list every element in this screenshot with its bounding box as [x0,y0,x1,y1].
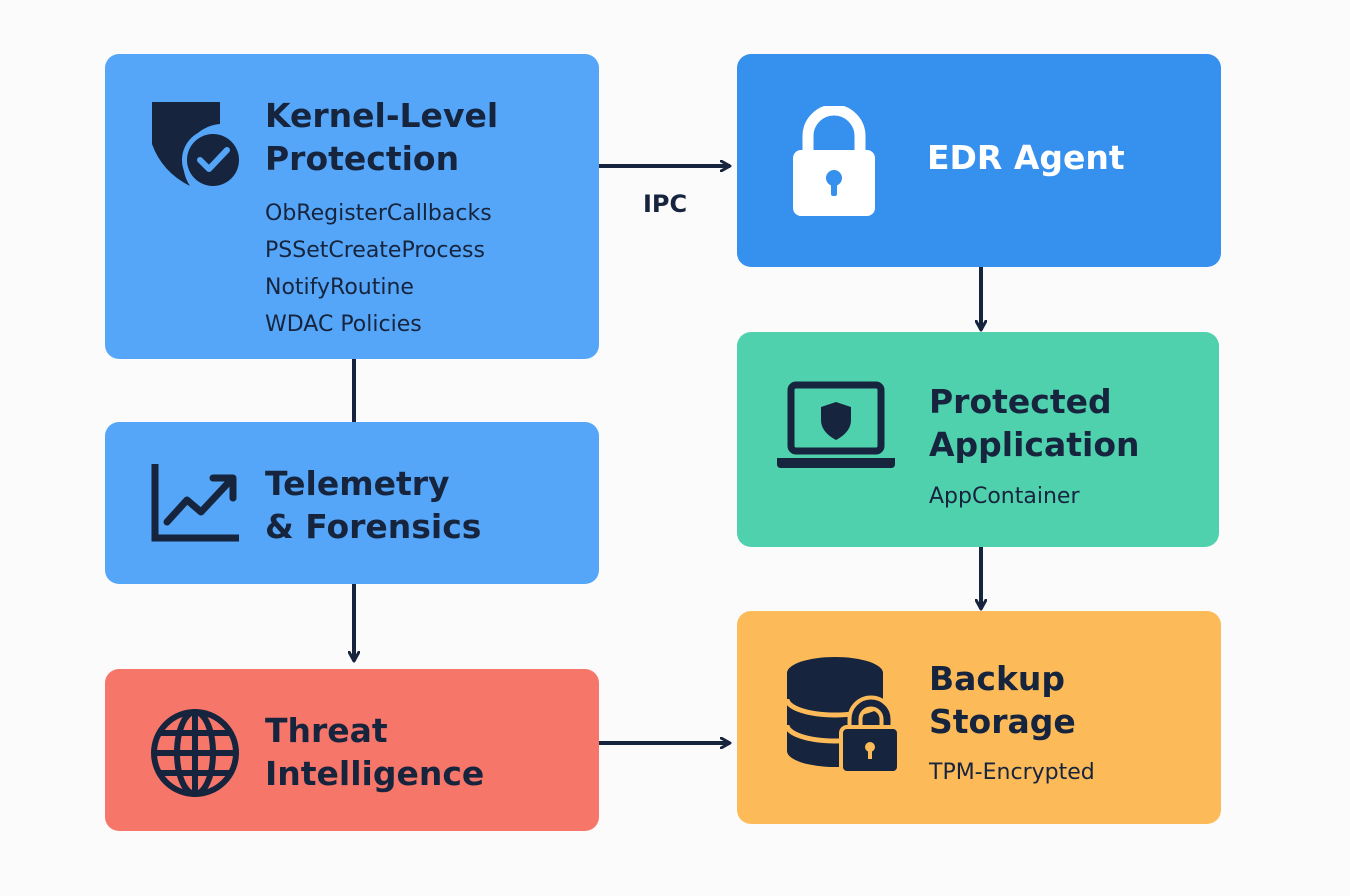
node-backup-storage: Backup Storage TPM-Encrypted [737,611,1221,824]
node-kernel-protection: Kernel-Level Protection ObRegisterCallba… [105,54,599,359]
threat-title: Threat Intelligence [265,711,485,793]
chart-trend-icon [151,464,239,542]
kernel-item: ObRegisterCallbacks [265,201,492,226]
padlock-icon [793,106,875,216]
globe-icon [151,709,239,797]
kernel-item-list: ObRegisterCallbacks PSSetCreateProcess N… [265,195,492,343]
kernel-item: PSSetCreateProcess [265,238,485,263]
node-threat-intelligence: Threat Intelligence [105,669,599,831]
telemetry-title: Telemetry & Forensics [265,464,482,546]
laptop-shield-icon [777,381,895,468]
kernel-title: Kernel-Level Protection [265,96,499,178]
edr-title: EDR Agent [927,138,1125,177]
kernel-item: WDAC Policies [265,312,422,337]
node-protected-application: Protected Application AppContainer [737,332,1219,547]
app-subtitle: AppContainer [929,484,1080,509]
kernel-item: NotifyRoutine [265,275,414,300]
node-edr-agent: EDR Agent [737,54,1221,267]
app-title: Protected Application [929,382,1140,464]
backup-subtitle: TPM-Encrypted [929,760,1095,785]
backup-title: Backup Storage [929,659,1076,741]
node-telemetry-forensics: Telemetry & Forensics [105,422,599,584]
edge-label-ipc: IPC [643,190,688,218]
database-lock-icon [785,657,901,775]
shield-check-icon [152,102,244,191]
